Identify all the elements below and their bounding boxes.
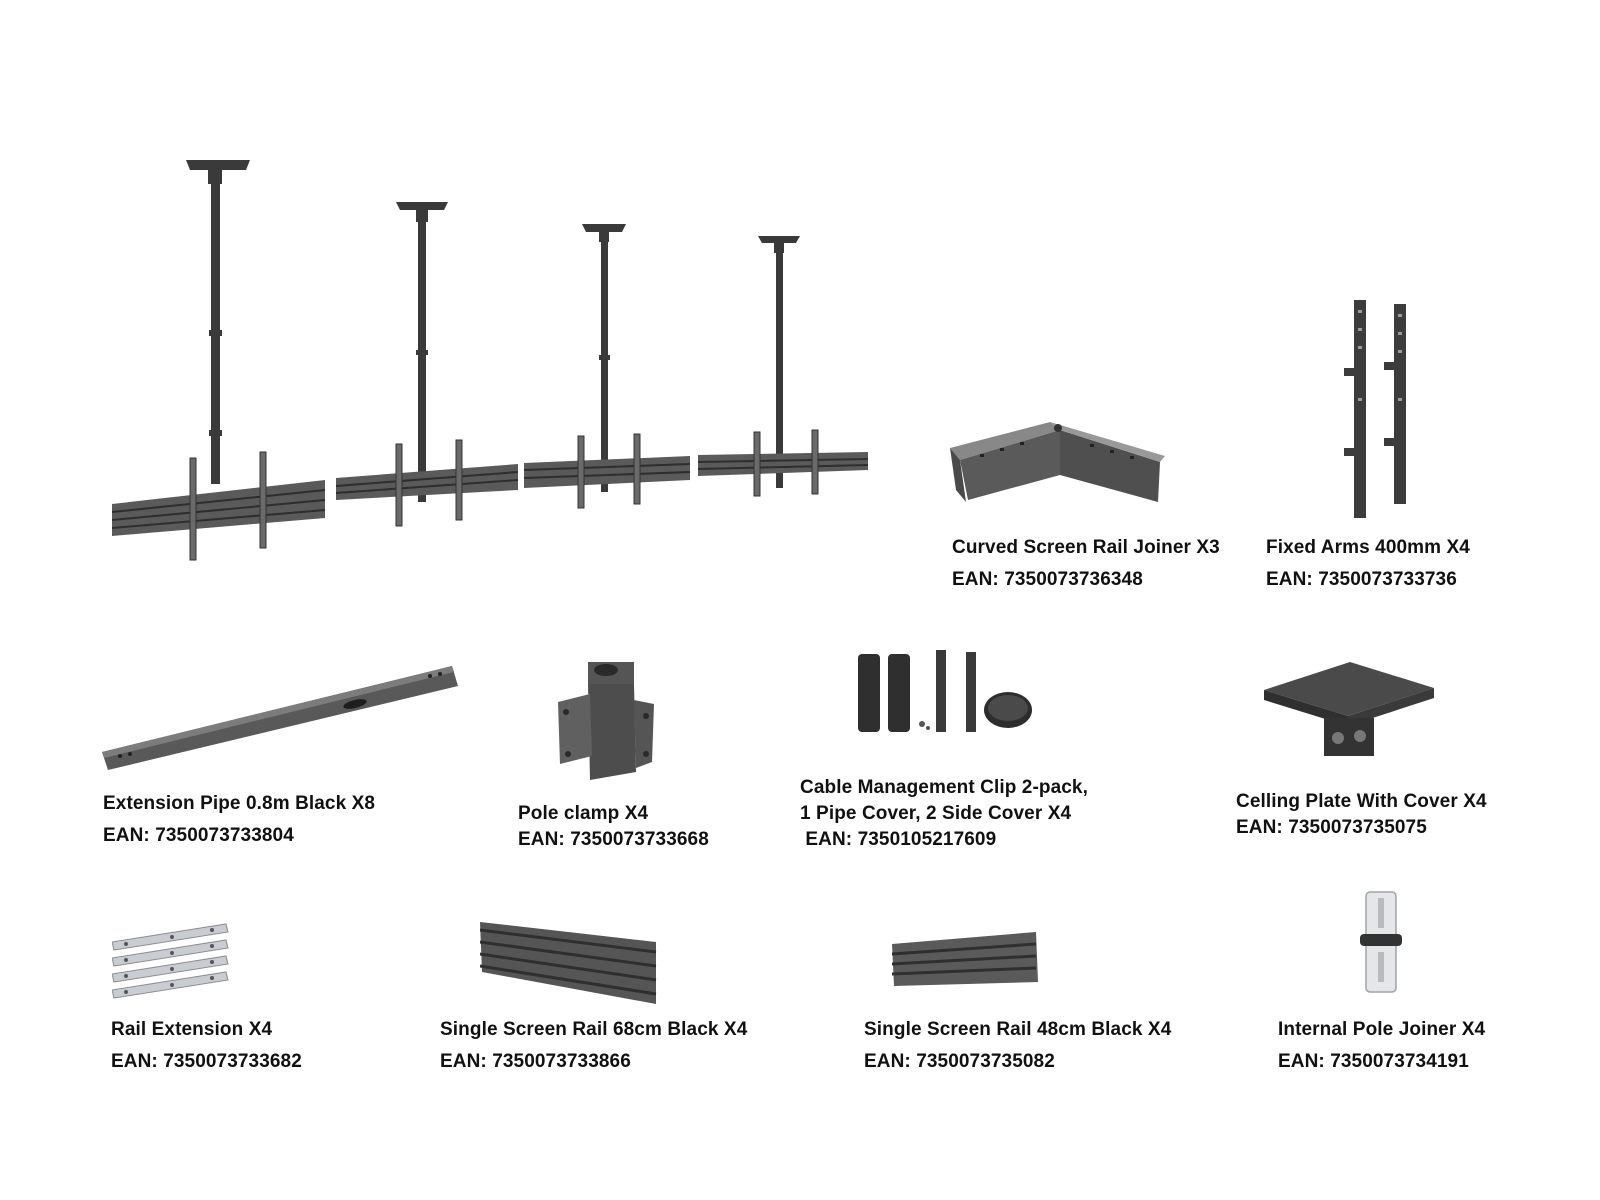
item-name: Celling Plate With Cover X4 <box>1236 791 1487 812</box>
item-ean: EAN: 7350073734191 <box>1278 1051 1469 1072</box>
item-label-fixed-arms: Fixed Arms 400mm X4 EAN: 7350073733736 <box>1266 536 1470 592</box>
internal-pole-joiner-illustration <box>1358 890 1404 996</box>
item-name: Curved Screen Rail Joiner X3 <box>952 537 1220 558</box>
item-ean: EAN: 7350073733804 <box>103 825 294 846</box>
extension-pipe-illustration <box>100 660 460 770</box>
item-name: Cable Management Clip 2-pack, <box>800 777 1088 798</box>
fixed-arms-illustration <box>1338 298 1418 520</box>
item-name: Pole clamp X4 <box>518 803 649 824</box>
item-name: Single Screen Rail 68cm Black X4 <box>440 1019 748 1040</box>
pole-clamp-illustration <box>558 660 658 790</box>
item-ean: EAN: 7350105217609 <box>800 829 997 850</box>
item-ean: EAN: 7350073736348 <box>952 569 1143 590</box>
item-name: Rail Extension X4 <box>111 1019 273 1040</box>
item-label-ceiling-plate: Celling Plate With Cover X4 EAN: 7350073… <box>1236 790 1487 840</box>
screen-rail-48-illustration <box>892 930 1042 990</box>
item-ean: EAN: 7350073733866 <box>440 1051 631 1072</box>
item-name: Extension Pipe 0.8m Black X8 <box>103 793 376 814</box>
item-name: Single Screen Rail 48cm Black X4 <box>864 1019 1172 1040</box>
item-label-extension-pipe: Extension Pipe 0.8m Black X8 EAN: 735007… <box>103 792 375 848</box>
ceiling-mount-assembly-illustration <box>100 150 900 580</box>
item-label-pole-clamp: Pole clamp X4 EAN: 7350073733668 <box>518 802 709 852</box>
item-label-screen-rail-68: Single Screen Rail 68cm Black X4 EAN: 73… <box>440 1018 747 1074</box>
curved-rail-joiner-illustration <box>950 420 1170 515</box>
item-ean: EAN: 7350073733668 <box>518 829 709 850</box>
item-label-curved-rail-joiner: Curved Screen Rail Joiner X3 EAN: 735007… <box>952 536 1220 592</box>
item-ean: EAN: 7350073735075 <box>1236 817 1427 838</box>
screen-rail-68-illustration <box>480 920 660 1010</box>
item-label-cable-clip: Cable Management Clip 2-pack, 1 Pipe Cov… <box>800 776 1088 852</box>
cable-clip-illustration <box>856 648 1036 738</box>
item-label-rail-extension: Rail Extension X4 EAN: 7350073733682 <box>111 1018 302 1074</box>
item-label-screen-rail-48: Single Screen Rail 48cm Black X4 EAN: 73… <box>864 1018 1171 1074</box>
item-name: Internal Pole Joiner X4 <box>1278 1019 1486 1040</box>
item-ean: EAN: 7350073733682 <box>111 1051 302 1072</box>
item-name-line2: 1 Pipe Cover, 2 Side Cover X4 <box>800 803 1072 824</box>
rail-extension-illustration <box>112 922 232 1002</box>
item-label-internal-pole-joiner: Internal Pole Joiner X4 EAN: 73500737341… <box>1278 1018 1485 1074</box>
item-ean: EAN: 7350073733736 <box>1266 569 1457 590</box>
item-name: Fixed Arms 400mm X4 <box>1266 537 1470 558</box>
item-ean: EAN: 7350073735082 <box>864 1051 1055 1072</box>
ceiling-plate-illustration <box>1262 660 1437 760</box>
